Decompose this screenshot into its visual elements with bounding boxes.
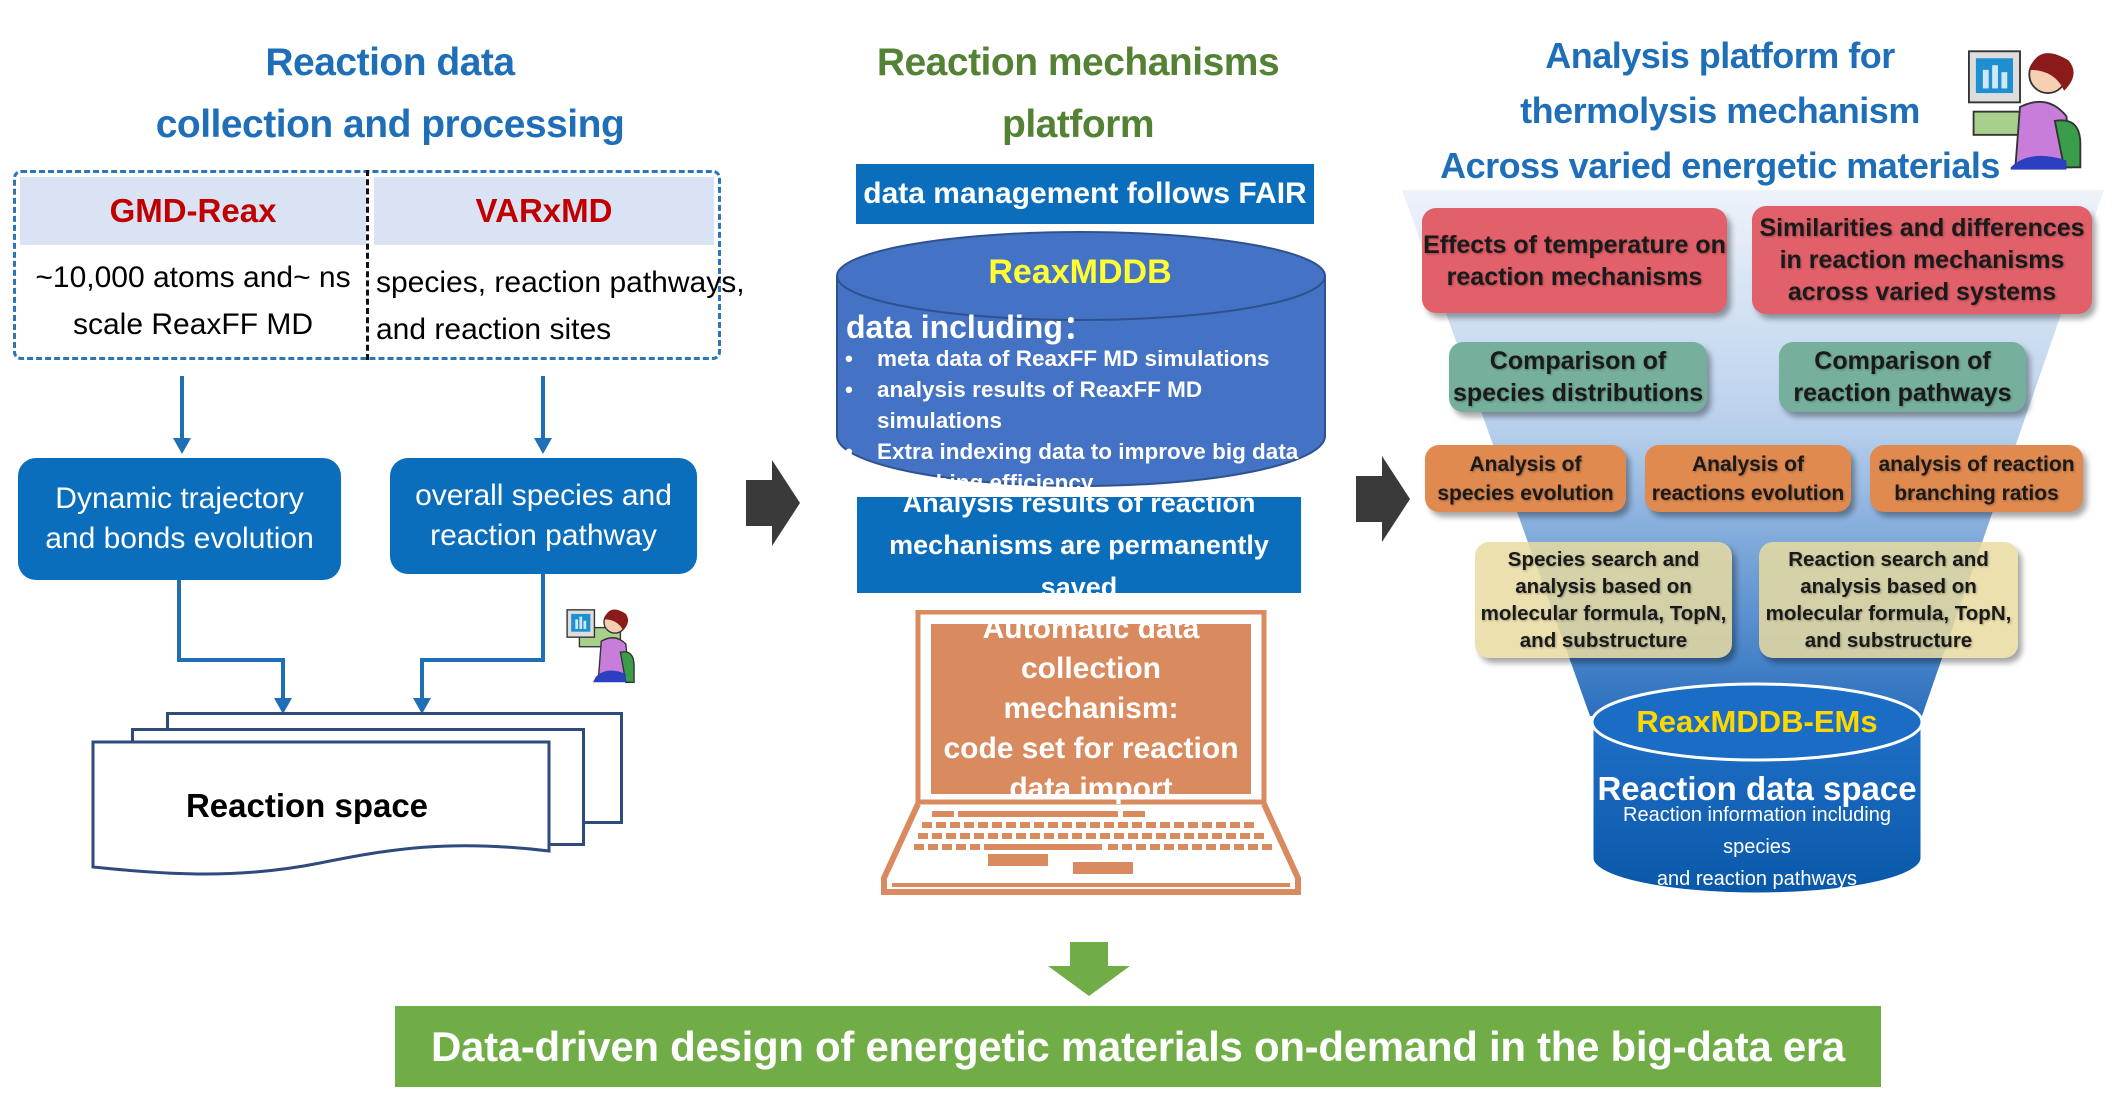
species-pathway-box: overall species and reaction pathway bbox=[390, 458, 697, 574]
reaction-space-label: Reaction space bbox=[185, 787, 429, 824]
dynamic-trajectory-box: Dynamic trajectory and bonds evolution bbox=[18, 458, 341, 580]
connector-box1 bbox=[177, 580, 285, 700]
connector-box2 bbox=[420, 574, 545, 700]
reaxmddb-item-list: meta data of ReaxFF MD simulations analy… bbox=[843, 343, 1323, 498]
left-section-title: Reaction data collection and processing bbox=[90, 32, 690, 156]
gmd-reax-header: GMD-Reax bbox=[20, 177, 366, 245]
reaxmddb-ems-label: ReaxMDDB-EMs bbox=[1636, 704, 1878, 739]
card-species-evolution: Analysis of species evolution bbox=[1425, 445, 1626, 512]
varxmd-description: species, reaction pathways, and reaction… bbox=[376, 266, 745, 346]
card-reaction-pathways: Comparison of reaction pathways bbox=[1779, 342, 2026, 412]
reaction-data-space-title: Reaction data space bbox=[1597, 770, 1917, 807]
arrow-head-connector2 bbox=[413, 698, 431, 714]
fair-banner: data management follows FAIR bbox=[856, 164, 1314, 224]
tools-table: GMD-Reax VARxMD ~10,000 atoms and~ ns sc… bbox=[13, 170, 745, 360]
card-species-search: Species search and analysis based on mol… bbox=[1475, 542, 1732, 658]
right-title-line3: Across varied energetic materials bbox=[1440, 145, 2000, 186]
left-flow-connectors bbox=[173, 376, 552, 714]
card-temperature-effects: Effects of temperature on reaction mecha… bbox=[1422, 208, 1727, 313]
reaxmddb-item: analysis results of ReaxFF MD simulation… bbox=[843, 374, 1323, 436]
left-title-line2: collection and processing bbox=[155, 103, 625, 146]
center-title-line1: Reaction mechanisms bbox=[876, 41, 1280, 84]
card-species-distributions: Comparison of species distributions bbox=[1449, 342, 1707, 412]
reaxmddb-label: ReaxMDDB bbox=[988, 252, 1172, 291]
card-similarities-differences: Similarities and differences in reaction… bbox=[1752, 206, 2092, 314]
person-computer-icon bbox=[1968, 50, 2082, 170]
arrow-head-connector1 bbox=[274, 698, 292, 714]
analysis-saved-banner: Analysis results of reaction mechanisms … bbox=[857, 488, 1301, 602]
card-reaction-search: Reaction search and analysis based on mo… bbox=[1759, 542, 2018, 658]
conclusion-banner: Data-driven design of energetic material… bbox=[395, 1006, 1881, 1087]
left-title-line1: Reaction data bbox=[265, 41, 515, 84]
laptop-icon bbox=[881, 610, 1301, 895]
right-title-line2: thermolysis mechanism bbox=[1520, 90, 1920, 131]
card-branching-ratios: analysis of reaction branching ratios bbox=[1870, 445, 2083, 512]
varxmd-header: VARxMD bbox=[374, 177, 714, 245]
reaction-space-document bbox=[91, 740, 551, 876]
right-section-title: Analysis platform for thermolysis mechan… bbox=[1440, 28, 2000, 193]
reaxmddb-subtitle: data including： bbox=[846, 309, 1095, 345]
reaxmddb-item: meta data of ReaxFF MD simulations bbox=[843, 343, 1323, 374]
block-arrow-down-icon bbox=[1048, 942, 1130, 996]
block-arrow-right-icon bbox=[1356, 456, 1410, 542]
reaxmddb-item: Extra indexing data to improve big data … bbox=[843, 436, 1323, 498]
card-reactions-evolution: Analysis of reactions evolution bbox=[1645, 445, 1851, 512]
person-computer-icon bbox=[566, 609, 635, 683]
center-section-title: Reaction mechanisms platform bbox=[778, 32, 1378, 156]
reaxmddb-ems-cylinder bbox=[1590, 682, 1924, 896]
block-arrow-right-icon bbox=[746, 460, 800, 546]
reaction-data-space-description: Reaction information including species a… bbox=[1623, 804, 1891, 890]
gmd-reax-description: ~10,000 atoms and~ ns scale ReaxFF MD bbox=[35, 261, 351, 341]
laptop-screen-text: Automatic data collection mechanism: cod… bbox=[943, 612, 1239, 805]
center-title-line2: platform bbox=[1002, 103, 1155, 146]
table-divider bbox=[366, 170, 369, 360]
arrow-head-varxmd bbox=[534, 438, 552, 454]
arrow-head-gmd bbox=[173, 438, 191, 454]
right-title-line1: Analysis platform for bbox=[1545, 35, 1895, 76]
